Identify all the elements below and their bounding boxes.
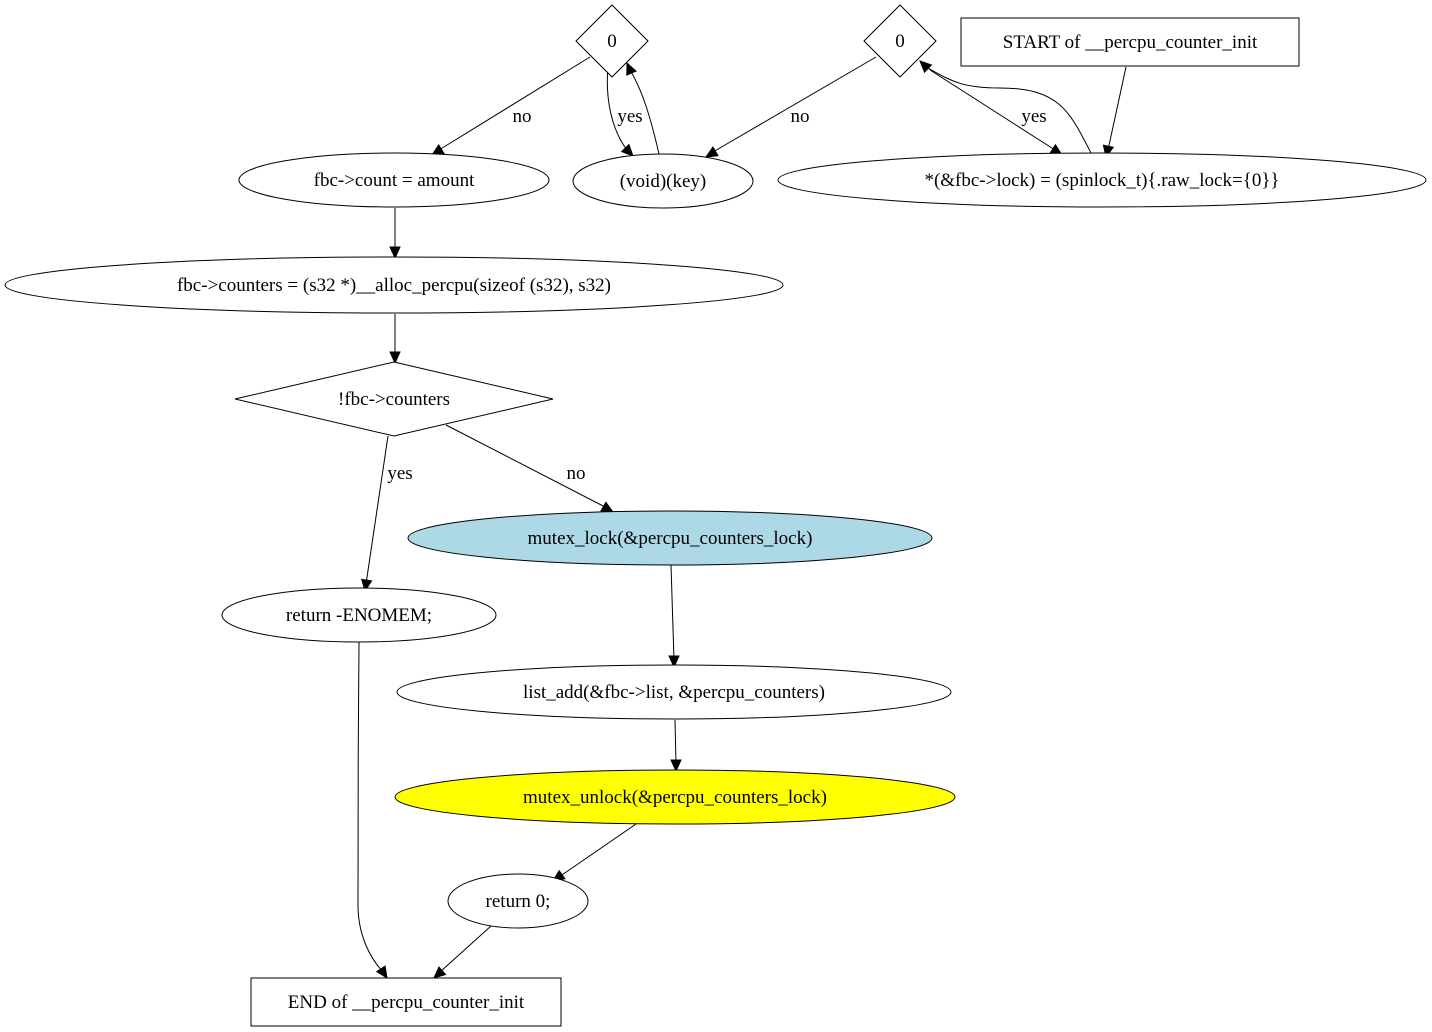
node-label: START of __percpu_counter_init <box>1003 32 1258 53</box>
edge-line <box>712 56 877 153</box>
node-label: 0 <box>607 31 617 52</box>
node-label: END of __percpu_counter_init <box>288 992 525 1013</box>
ellipse-shape <box>394 769 956 825</box>
edge-label-no: no <box>513 106 532 127</box>
ellipse-shape <box>572 153 754 209</box>
edge-return_zero-to-end <box>433 925 492 979</box>
node-mutex-lock: mutex_lock(&percpu_counters_lock) <box>407 510 933 566</box>
edge-count_assign-to-alloc <box>389 208 401 260</box>
arrowhead <box>389 246 401 260</box>
node-cond-counters: !fbc->counters <box>234 361 554 437</box>
node-label: mutex_lock(&percpu_counters_lock) <box>528 528 813 549</box>
arrowhead <box>620 143 634 157</box>
edge-cond_right-to-void_key: no <box>704 56 877 158</box>
edge-label-no: no <box>567 463 586 484</box>
arrowhead <box>626 61 637 76</box>
node-label: mutex_unlock(&percpu_counters_lock) <box>523 787 827 808</box>
node-cond-left: 0 <box>575 4 649 78</box>
edge-line <box>558 823 637 878</box>
node-label: (void)(key) <box>620 171 707 192</box>
node-count-assign: fbc->count = amount <box>238 152 550 208</box>
node-void-key: (void)(key) <box>572 153 754 209</box>
edge-cond_counters-to-mutex_lock: no <box>445 424 615 513</box>
ellipse-shape <box>447 873 589 929</box>
node-label: fbc->counters = (s32 *)__alloc_percpu(si… <box>177 275 611 296</box>
ellipse-shape <box>396 664 952 720</box>
node-label: return -ENOMEM; <box>286 605 432 626</box>
edge-line <box>929 69 1056 151</box>
edge-line <box>925 66 1093 156</box>
ellipse-shape <box>4 256 784 314</box>
edge-line <box>674 719 677 765</box>
edge-label-yes: yes <box>1021 106 1046 127</box>
node-start: START of __percpu_counter_init <box>960 17 1300 67</box>
edge-void_key-to-cond_left <box>626 61 660 155</box>
node-end: END of __percpu_counter_init <box>250 977 562 1027</box>
edge-list_add-to-mutex_unlock <box>670 719 682 773</box>
node-cond-right: 0 <box>863 4 937 78</box>
edge-line <box>438 56 591 151</box>
node-mutex-unlock: mutex_unlock(&percpu_counters_lock) <box>394 769 956 825</box>
diamond-shape <box>863 4 937 78</box>
node-spinlock-init: *(&fbc->lock) = (spinlock_t){.raw_lock={… <box>777 152 1427 208</box>
arrowhead <box>670 759 682 773</box>
edge-label-yes: yes <box>387 463 412 484</box>
arrowhead <box>433 966 447 979</box>
edge-cond_left-to-void_key: yes <box>606 65 643 157</box>
node-alloc: fbc->counters = (s32 *)__alloc_percpu(si… <box>4 256 784 314</box>
box-shape <box>250 977 562 1027</box>
edge-line <box>365 435 389 585</box>
ellipse-shape <box>777 152 1427 208</box>
node-label: return 0; <box>486 891 551 912</box>
node-label: *(&fbc->lock) = (spinlock_t){.raw_lock={… <box>924 170 1279 191</box>
nodes-layer: 0 0 START of __percpu_counter_init fbc->cou… <box>4 4 1427 1027</box>
ellipse-shape <box>238 152 550 208</box>
node-label: fbc->count = amount <box>314 170 475 191</box>
edge-alloc-to-cond_counters <box>389 314 401 365</box>
box-shape <box>960 17 1300 67</box>
edge-spinlock_init-to-cond_right <box>919 60 1093 156</box>
arrowhead <box>919 60 933 74</box>
diamond-shape <box>575 4 649 78</box>
node-label: list_add(&fbc->list, &percpu_counters) <box>523 682 825 703</box>
node-label: !fbc->counters <box>338 389 450 410</box>
edge-line <box>606 65 628 151</box>
edge-line <box>1107 66 1127 151</box>
edge-line <box>439 925 492 973</box>
arrowhead <box>668 655 680 669</box>
edge-label-no: no <box>791 106 810 127</box>
node-list-add: list_add(&fbc->list, &percpu_counters) <box>396 664 952 720</box>
edge-line <box>670 564 675 661</box>
edge-label-yes: yes <box>617 106 642 127</box>
node-return-enomem: return -ENOMEM; <box>221 587 497 643</box>
edge-line <box>629 69 660 155</box>
ellipse-shape <box>407 510 933 566</box>
node-label: 0 <box>895 31 905 52</box>
diamond-shape <box>234 361 554 437</box>
ellipse-shape <box>221 587 497 643</box>
edge-mutex_lock-to-list_add <box>668 564 680 669</box>
edge-return_enomem-to-end <box>357 641 388 980</box>
arrowhead <box>704 146 719 158</box>
arrowhead <box>375 965 388 980</box>
arrowhead <box>389 351 401 365</box>
edge-line <box>357 641 384 973</box>
edge-line <box>445 424 608 509</box>
node-return-zero: return 0; <box>447 873 589 929</box>
